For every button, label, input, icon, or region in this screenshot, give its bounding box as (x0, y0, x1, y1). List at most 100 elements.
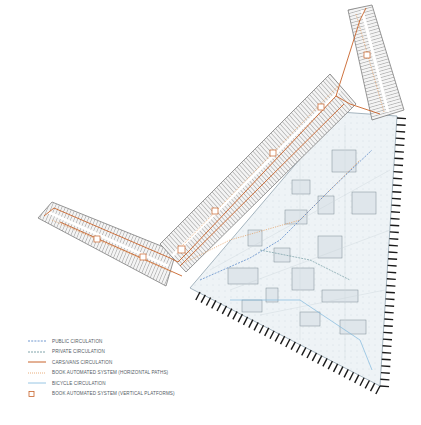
edge-tick (389, 245, 398, 247)
edge-tick (383, 332, 392, 334)
edge-tick (238, 314, 242, 322)
parking-wing-left (38, 202, 176, 286)
edge-tick (387, 278, 396, 280)
edge-tick (254, 322, 258, 330)
legend: PUBLIC CIRCULATION PRIVATE CIRCULATION CAR… (28, 336, 175, 399)
edge-tick (212, 300, 216, 308)
cars-circulation (44, 8, 380, 276)
edge-tick (386, 298, 395, 300)
edge-tick (393, 178, 402, 180)
edge-tick (383, 345, 392, 347)
edge-tick (380, 379, 389, 381)
legend-text: CARS/VANS CIRCULATION (52, 360, 112, 365)
edge-tick (365, 381, 369, 389)
inner-grid (210, 125, 390, 360)
edge-tick (265, 328, 269, 336)
edge-tick (386, 292, 395, 294)
edge-tick (371, 383, 375, 391)
edge-tick (394, 157, 403, 159)
edge-tick (196, 292, 200, 300)
parking-wing-upper (348, 5, 404, 120)
edge-tick (286, 339, 290, 347)
edge-tick (291, 342, 295, 350)
edge-tick (270, 331, 274, 339)
edge-tick (397, 117, 406, 119)
legend-row: BOOK AUTOMATED SYSTEM (HORIZONTAL PATHS) (28, 368, 175, 379)
edge-tick (381, 365, 390, 367)
edge-tick (296, 345, 300, 353)
legend-text: PUBLIC CIRCULATION (52, 339, 102, 344)
edge-tick (392, 198, 401, 200)
legend-text: PRIVATE CIRCULATION (52, 349, 105, 354)
edge-tick (389, 238, 398, 240)
legend-sample (28, 349, 46, 355)
edge-tick (381, 372, 390, 374)
edge-tick (389, 251, 398, 253)
legend-sample (28, 370, 46, 376)
edge-tick (355, 375, 359, 383)
edge-tick (312, 353, 316, 361)
bicycle-circulation (230, 300, 372, 370)
edge-tick (376, 386, 380, 394)
edge-tick (328, 361, 332, 369)
edge-tick (395, 144, 404, 146)
edge-tick (396, 137, 405, 139)
edge-tick (307, 350, 311, 358)
legend-row: BOOK AUTOMATED SYSTEM (VERTICAL PLATFORM… (28, 389, 175, 400)
edge-tick (391, 211, 400, 213)
legend-row: PUBLIC CIRCULATION (28, 336, 175, 347)
edge-tick (390, 224, 399, 226)
edge-tick (388, 265, 397, 267)
edge-tick (393, 184, 402, 186)
legend-sample (28, 380, 46, 386)
legend-sample (28, 391, 46, 397)
edge-tick (387, 271, 396, 273)
edge-tick (206, 298, 210, 306)
legend-row: BICYCLE CIRCULATION (28, 378, 175, 389)
edge-tick (323, 358, 327, 366)
edge-tick (380, 385, 389, 387)
edge-tick (275, 334, 279, 342)
edge-tick (385, 312, 394, 314)
edge-tick (233, 311, 237, 319)
book-paths (52, 14, 384, 272)
legend-sample (28, 338, 46, 344)
edge-tick (302, 347, 306, 355)
edge-tick (360, 378, 364, 386)
edge-tick (384, 325, 393, 327)
parking-wing-middle (160, 74, 356, 272)
edge-tick (386, 285, 395, 287)
edge-tick (201, 295, 205, 303)
edge-tick (249, 320, 253, 328)
edge-tick (217, 303, 221, 311)
edge-tick (390, 231, 399, 233)
legend-text: BICYCLE CIRCULATION (52, 381, 106, 386)
edge-tick (397, 124, 406, 126)
edge-tick (334, 364, 338, 372)
edge-tick (228, 309, 232, 317)
edge-tick (259, 325, 263, 333)
legend-row: PRIVATE CIRCULATION (28, 347, 175, 358)
edge-tick (396, 131, 405, 133)
edge-tick (385, 305, 394, 307)
edge-tick (394, 164, 403, 166)
edge-tick (244, 317, 248, 325)
edge-ticks (196, 118, 406, 394)
vertical-platforms (94, 52, 370, 260)
edge-tick (382, 352, 391, 354)
edge-tick (318, 356, 322, 364)
edge-tick (382, 359, 391, 361)
edge-tick (395, 151, 404, 153)
legend-sample (28, 359, 46, 365)
edge-tick (388, 258, 397, 260)
legend-text: BOOK AUTOMATED SYSTEM (VERTICAL PLATFORM… (52, 391, 175, 396)
legend-text: BOOK AUTOMATED SYSTEM (HORIZONTAL PATHS) (52, 370, 168, 375)
edge-tick (392, 191, 401, 193)
edge-tick (339, 367, 343, 375)
legend-row: CARS/VANS CIRCULATION (28, 357, 175, 368)
private-circulation (260, 250, 350, 280)
edge-tick (391, 218, 400, 220)
public-circulation (200, 150, 372, 280)
edge-tick (344, 369, 348, 377)
edge-tick (349, 372, 353, 380)
